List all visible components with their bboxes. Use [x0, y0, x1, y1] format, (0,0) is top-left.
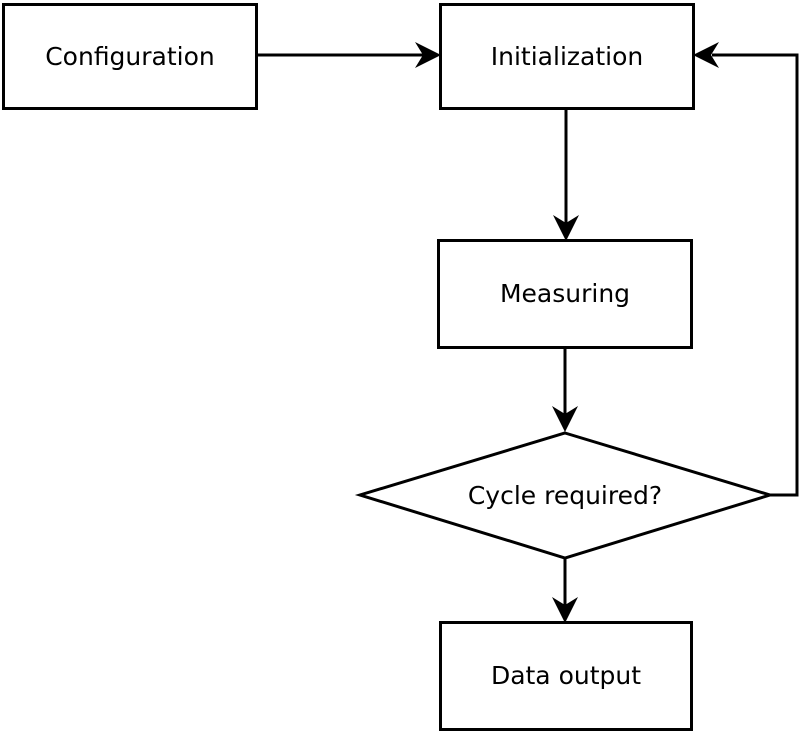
- arrowhead-into-measuring-top: [553, 215, 579, 241]
- node-measuring: Measuring: [437, 239, 693, 349]
- node-configuration: Configuration: [2, 3, 258, 110]
- node-initialization: Initialization: [439, 3, 695, 110]
- node-data-output-label: Data output: [490, 661, 642, 690]
- arrowhead-into-init-left: [415, 42, 441, 68]
- node-cycle-required-label: Cycle required?: [467, 481, 663, 510]
- node-configuration-label: Configuration: [45, 41, 215, 71]
- node-measuring-label: Measuring: [499, 279, 631, 308]
- edge-arrowheads: [415, 42, 719, 623]
- arrowhead-into-output-top: [552, 597, 578, 623]
- arrowhead-into-decision-top: [552, 406, 578, 432]
- edge-decision-loop-to-init: [712, 53, 799, 497]
- node-initialization-label: Initialization: [490, 41, 644, 71]
- node-data-output: Data output: [439, 621, 693, 731]
- decision-diamond-shape: [354, 431, 776, 560]
- arrowhead-into-init-right: [693, 42, 719, 68]
- edge-lines: [258, 53, 799, 607]
- node-cycle-required: Cycle required?: [360, 433, 770, 558]
